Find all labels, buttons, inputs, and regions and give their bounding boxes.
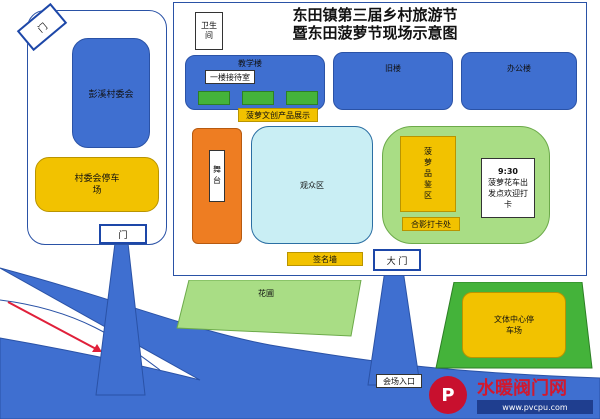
green-stall-2 — [242, 91, 274, 105]
direction-arrow — [7, 301, 99, 351]
float-text: 菠萝花车出发点欢迎打卡 — [488, 178, 528, 209]
watermark: P 水暖阀门网 www.pvcpu.com — [425, 372, 600, 419]
title: 东田镇第三届乡村旅游节 暨东田菠萝节现场示意图 — [240, 6, 510, 42]
audience-area: 观众区 — [251, 126, 373, 244]
village-committee: 彭溪村委会 — [72, 38, 150, 148]
green-stall-1 — [198, 91, 230, 105]
title-line1: 东田镇第三届乡村旅游节 — [292, 6, 458, 24]
reception-room: 一楼接待室 — [205, 70, 255, 84]
garden-label: 花圃 — [258, 289, 274, 298]
exhibition-area: 菠萝文创产品展示 — [238, 108, 318, 122]
float-info: 9:30 菠萝花车出发点欢迎打卡 — [481, 158, 535, 218]
title-line2: 暨东田菠萝节现场示意图 — [292, 24, 458, 42]
office-building: 办公楼 — [461, 52, 577, 110]
entrance: 会场入口 — [376, 374, 422, 388]
photo-spot: 合影打卡处 — [402, 217, 460, 231]
culture-parking: 文体中心停车场 — [462, 292, 566, 358]
teaching-building-label: 教学楼 — [238, 59, 262, 68]
stage-label: 舞台 — [209, 150, 225, 202]
garden — [176, 280, 362, 337]
village-parking: 村委会停车场 — [35, 157, 159, 212]
green-stall-3 — [286, 91, 318, 105]
entrance-funnel — [367, 269, 421, 386]
old-building: 旧楼 — [333, 52, 453, 110]
float-time: 9:30 — [498, 167, 518, 176]
toilet: 卫生间 — [195, 12, 223, 50]
watermark-url: www.pvcpu.com — [477, 400, 593, 414]
main-gate: 大 门 — [373, 249, 421, 271]
sign-wall: 签名墙 — [287, 252, 363, 266]
left-bottom-gate: 门 — [99, 224, 147, 244]
watermark-logo: P — [429, 376, 467, 414]
watermark-brand: 水暖阀门网 — [477, 378, 567, 399]
tasting-area: 菠萝品鉴区 — [400, 136, 456, 212]
